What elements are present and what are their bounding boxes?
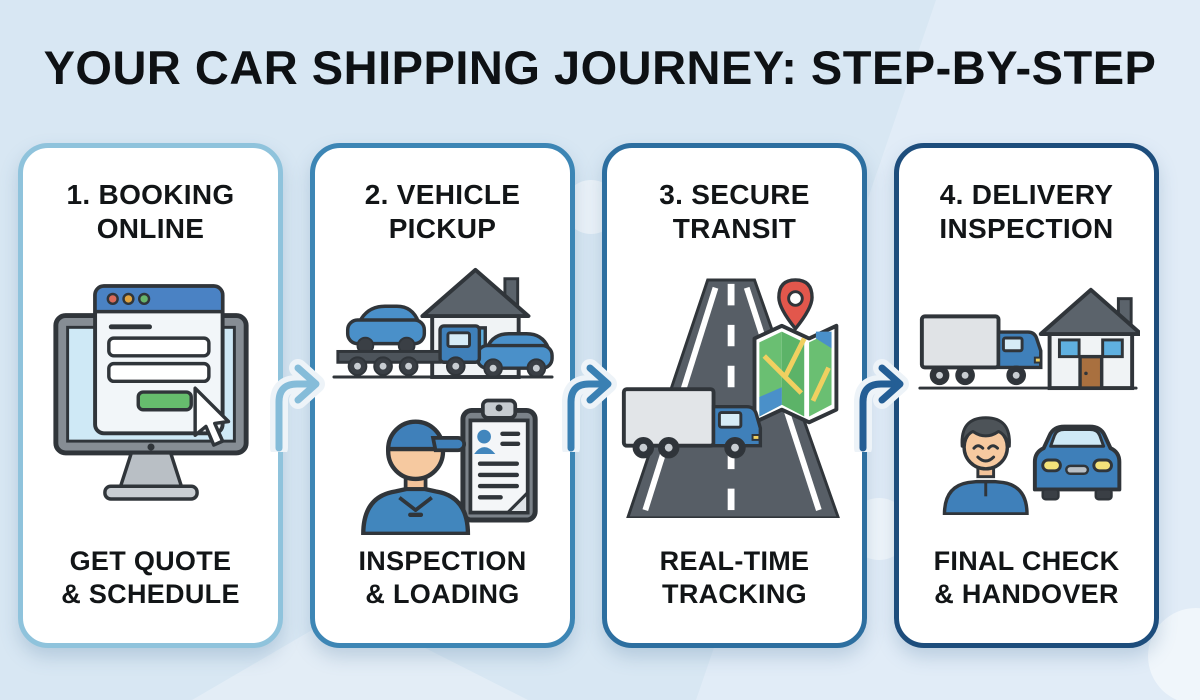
step-card-3: 3. SECURE TRANSIT [602, 143, 867, 648]
step-4-heading: 4. DELIVERY INSPECTION [939, 179, 1114, 244]
step-4-caption: FINAL CHECK & HANDOVER [933, 546, 1120, 609]
booking-monitor-icon [52, 283, 249, 501]
step-card-2: 2. VEHICLE PICKUP [310, 143, 575, 648]
highway-truck-map-icon [621, 277, 840, 518]
step-3-icon-area [607, 246, 862, 545]
step-4-icon-area [899, 246, 1154, 545]
step-2-caption: INSPECTION & LOADING [358, 546, 527, 609]
step-1-heading: 1. BOOKING ONLINE [66, 179, 235, 244]
step-card-4: 4. DELIVERY INSPECTION [894, 143, 1159, 648]
arrow-step-2-to-3-icon [562, 359, 617, 452]
tow-truck-house-icon [331, 267, 554, 379]
step-3-heading: 3. SECURE TRANSIT [659, 179, 810, 244]
arrow-step-1-to-2-icon [270, 359, 325, 452]
inspector-clipboard-icon [360, 398, 538, 535]
arrow-step-3-to-4-icon [854, 359, 909, 452]
steps-row: 1. BOOKING ONLINE [18, 143, 1159, 648]
step-2-icon-area [315, 246, 570, 545]
step-1-caption: GET QUOTE & SCHEDULE [61, 546, 240, 609]
step-card-1: 1. BOOKING ONLINE [18, 143, 283, 648]
customer-car-icon [942, 415, 1121, 515]
page-title: YOUR CAR SHIPPING JOURNEY: STEP-BY-STEP [43, 41, 1157, 94]
step-2-heading: 2. VEHICLE PICKUP [364, 179, 521, 244]
step-1-icon-area [23, 246, 278, 545]
step-3-caption: REAL-TIME TRACKING [659, 546, 810, 609]
delivery-truck-house-icon [917, 287, 1140, 390]
